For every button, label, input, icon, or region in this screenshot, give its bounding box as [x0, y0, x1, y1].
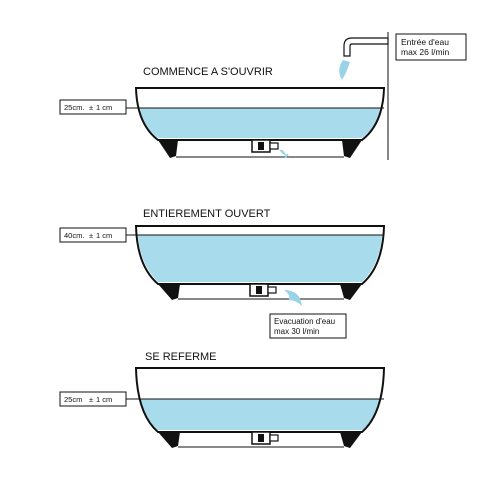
stage-3-drain-valve-icon [251, 431, 279, 445]
faucet-spout [343, 37, 389, 57]
stage-1-level-box [59, 99, 127, 115]
stage-2-title: ENTIEREMENT OUVERT [143, 208, 271, 220]
stage-3-water [140, 399, 380, 430]
stage-1-level-label: 25cm. [64, 103, 84, 112]
stage-2-plusminus: ± [89, 231, 93, 240]
stage-2: ENTIEREMENT OUVERT 40cm. ± 1 cm Evacuati… [59, 208, 386, 339]
stage-1-tub-base-right [342, 140, 362, 158]
stage-2-drain-valve-icon [249, 283, 277, 297]
stage-1-drain-valve-icon [251, 139, 279, 153]
stage-2-tub-base-right [340, 284, 362, 300]
stage-2-level-box [59, 227, 127, 243]
stage-2-water [138, 235, 382, 282]
stage-2-tub-base-left [158, 284, 180, 300]
stage-2-tolerance: 1 cm [96, 231, 112, 240]
stage-3-level-box [59, 391, 127, 407]
outlet-label-line2: max 30 l/min [274, 327, 319, 336]
outlet-label-box [269, 313, 347, 339]
stage-1-water [140, 108, 380, 138]
stage-3: SE REFERME 25cm ± 1 cm [59, 351, 386, 448]
stage-3-plusminus: ± [89, 395, 93, 404]
outlet-label-line1: Evacuation d'eau [274, 317, 335, 326]
stage-1-splash-icon [279, 149, 289, 159]
water-stream-icon [339, 60, 350, 80]
stage-3-level-label: 25cm [64, 395, 82, 404]
stage-2-level-label: 40cm. [64, 231, 84, 240]
stage-3-tub-base-right [340, 432, 362, 448]
inlet-label-line2: max 26 l/min [401, 47, 449, 57]
stage-3-title: SE REFERME [145, 351, 217, 363]
inlet-label-box [395, 33, 467, 61]
stage-3-tub-base-left [158, 432, 180, 448]
stage-1-tub-base-left [158, 140, 178, 158]
stage-3-tolerance: 1 cm [96, 395, 112, 404]
inlet-label-line1: Entrée d'eau [401, 37, 449, 47]
water-inlet-assembly: Entrée d'eau max 26 l/min [339, 32, 467, 160]
stage-2-outflow-icon [284, 290, 302, 306]
stage-1-plusminus: ± [89, 103, 93, 112]
stage-1-title: COMMENCE A S'OUVRIR [143, 66, 273, 78]
stage-1-tolerance: 1 cm [96, 103, 112, 112]
stage-1: COMMENCE A S'OUVRIR 25cm. ± 1 cm [59, 66, 386, 159]
